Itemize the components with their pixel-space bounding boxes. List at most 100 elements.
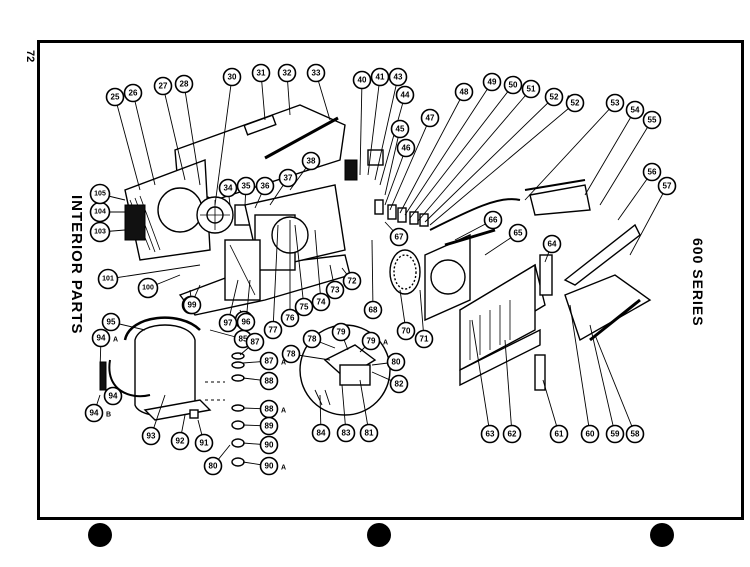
callout-82: 82: [389, 374, 409, 394]
callout-68: 68: [363, 300, 383, 320]
binder-hole: [650, 523, 674, 547]
callout-92: 92: [170, 431, 190, 451]
binder-hole: [88, 523, 112, 547]
callout-91: 91: [194, 433, 214, 453]
callout-label: 41: [376, 73, 385, 82]
callout-label: 81: [365, 429, 374, 438]
callout-label: 72: [348, 277, 357, 286]
callout-leader: [584, 109, 636, 196]
callout-64: 64: [542, 234, 562, 254]
callout-label: 103: [94, 229, 106, 236]
callout-label: 89: [265, 422, 274, 431]
callout-label: 70: [402, 327, 411, 336]
callout-leader: [417, 88, 532, 222]
callout-49: 49: [482, 72, 502, 92]
callout-label: 99: [188, 301, 197, 310]
callout-label: 62: [508, 430, 517, 439]
callout-label: 94: [90, 409, 99, 418]
callout-label: 76: [286, 314, 295, 323]
callout-75: 75: [294, 297, 314, 317]
callout-label: 45: [396, 125, 405, 134]
callout-leader: [162, 85, 186, 181]
callout-label: 36: [261, 182, 270, 191]
callout-25: 25: [105, 87, 125, 107]
callout-label: 51: [527, 85, 536, 94]
callout-label: 58: [631, 430, 640, 439]
callout-label: 82: [395, 380, 404, 389]
callout-44: 44: [395, 85, 415, 105]
callout-47: 47: [420, 108, 440, 128]
callout-leader: [183, 83, 201, 186]
callout-72: 72: [342, 271, 362, 291]
callout-73: 73: [325, 280, 345, 300]
callout-label: 33: [312, 69, 321, 78]
callout-label: 95: [107, 318, 116, 327]
callout-label: 64: [548, 240, 557, 249]
callout-label: 59: [611, 430, 620, 439]
callout-63: 63: [480, 424, 500, 444]
callout-leader: [599, 119, 653, 206]
callout-51: 51: [521, 79, 541, 99]
callout-label: 37: [284, 174, 293, 183]
callout-label: 32: [283, 69, 292, 78]
callout-label: 25: [111, 93, 120, 102]
callout-65: 65: [508, 223, 528, 243]
callout-label: 44: [401, 91, 410, 100]
callout-label: 92: [176, 437, 185, 446]
callout-suffix: A: [281, 360, 286, 367]
callout-48: 48: [454, 82, 474, 102]
callout-100: 100: [137, 277, 159, 299]
callout-leader: [569, 304, 591, 435]
callout-74: 74: [311, 292, 331, 312]
callout-label: 26: [129, 89, 138, 98]
callout-55: 55: [642, 110, 662, 130]
callout-label: 35: [242, 182, 251, 191]
callout-label: 83: [342, 429, 351, 438]
callout-41: 41: [370, 67, 390, 87]
callout-leader: [471, 319, 491, 435]
callout-label: 40: [358, 76, 367, 85]
callout-label: 80: [209, 462, 218, 471]
condenser-fan-part: [389, 228, 496, 322]
callout-leader: [272, 224, 279, 331]
callout-103: 103: [89, 221, 111, 243]
callout-94a: 94: [91, 328, 111, 348]
callout-87a: 87: [259, 351, 279, 371]
callout-label: 66: [489, 216, 498, 225]
callout-label: 27: [159, 82, 168, 91]
callout-52: 52: [565, 93, 585, 113]
callout-label: 60: [586, 430, 595, 439]
callout-70: 70: [396, 321, 416, 341]
callout-90: 90: [259, 435, 279, 455]
blower-wheel-part: [196, 196, 256, 234]
callout-83: 83: [336, 423, 356, 443]
callout-leader: [524, 102, 616, 201]
callout-label: 61: [555, 430, 564, 439]
callout-label: 94: [109, 392, 118, 401]
callout-78: 78: [302, 329, 322, 349]
callout-30: 30: [222, 67, 242, 87]
callout-leader: [371, 239, 374, 311]
callout-label: 87: [265, 357, 274, 366]
callout-28: 28: [174, 74, 194, 94]
callout-leader: [294, 224, 305, 308]
callout-97: 97: [218, 313, 238, 333]
callout-label: 87: [251, 338, 260, 347]
callout-label: 47: [426, 114, 435, 123]
callout-label: 88: [265, 405, 274, 414]
callout-label: 65: [514, 229, 523, 238]
callout-99: 99: [182, 295, 202, 315]
callout-label: 90: [265, 462, 274, 471]
callout-90a: 90: [259, 456, 279, 476]
callout-46: 46: [396, 138, 416, 158]
callout-label: 94: [97, 334, 106, 343]
callout-60: 60: [580, 424, 600, 444]
callout-label: 56: [648, 168, 657, 177]
condenser-coil-part: [459, 254, 553, 391]
callout-59: 59: [605, 424, 625, 444]
callout-label: 55: [648, 116, 657, 125]
callout-suffix: A: [383, 340, 388, 347]
callout-80: 80: [386, 352, 406, 372]
callout-81: 81: [359, 423, 379, 443]
callout-43: 43: [388, 67, 408, 87]
